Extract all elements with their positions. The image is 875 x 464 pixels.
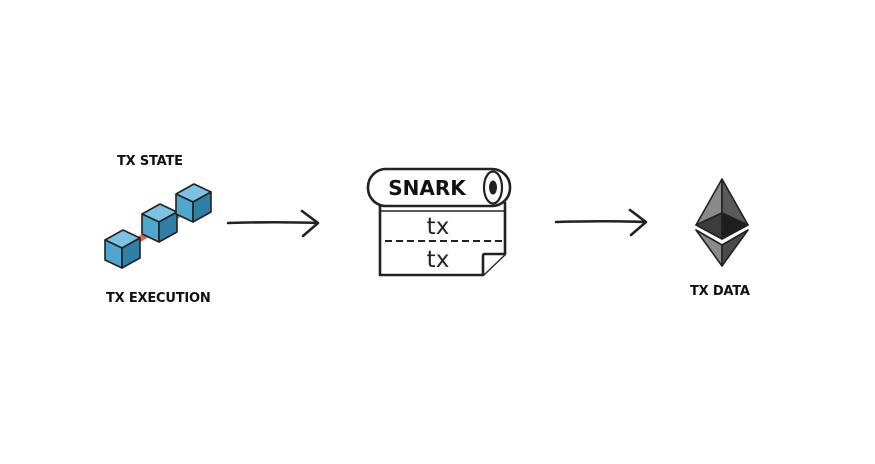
ethereum-logo-icon bbox=[695, 178, 749, 267]
tx-data-label: TX DATA bbox=[690, 284, 750, 299]
arrow-right-icon bbox=[226, 209, 320, 238]
arrow-right-icon bbox=[554, 208, 648, 237]
scroll-row-tx: tx bbox=[427, 247, 450, 273]
blockchain-cubes-icon bbox=[104, 183, 212, 269]
tx-execution-label: TX EXECUTION bbox=[106, 291, 211, 306]
tx-state-label: TX STATE bbox=[117, 154, 183, 169]
snark-scroll-icon: SNARK tx tx bbox=[366, 167, 512, 277]
snark-title: SNARK bbox=[388, 176, 467, 200]
scroll-row-tx: tx bbox=[427, 214, 450, 240]
